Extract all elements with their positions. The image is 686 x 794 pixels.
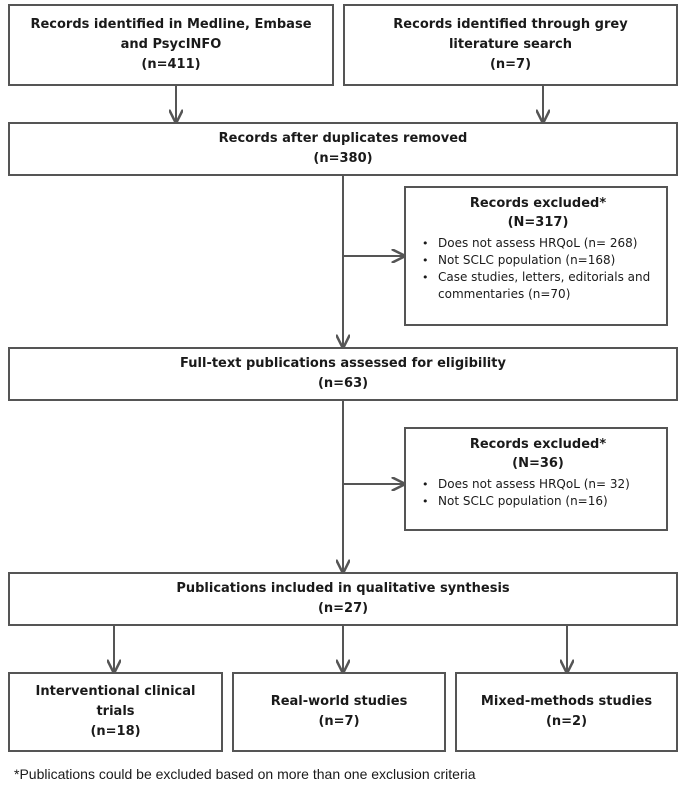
box-medline-line2: and PsycINFO: [120, 37, 222, 52]
box-duplicates-removed: Records after duplicates removed (n=380): [8, 122, 678, 176]
box-included-count: (n=27): [317, 601, 369, 616]
excluded-1-list: Does not assess HRQoL (n= 268) Not SCLC …: [420, 235, 656, 303]
list-item: Does not assess HRQoL (n= 32): [422, 476, 656, 493]
box-grey-line2: literature search: [448, 37, 573, 52]
box-realworld-count: (n=7): [318, 714, 360, 729]
box-grey-line1: Records identified through grey: [393, 17, 628, 32]
box-mixed-line1: Mixed-methods studies: [480, 694, 653, 709]
box-interventional-count: (n=18): [90, 724, 141, 739]
list-item: Does not assess HRQoL (n= 268): [422, 235, 656, 252]
box-fulltext-line1: Full-text publications assessed for elig…: [180, 356, 506, 371]
box-mixed-methods-studies: Mixed-methods studies (n=2): [455, 672, 678, 752]
footnote: *Publications could be excluded based on…: [14, 766, 476, 782]
box-realworld-line1: Real-world studies: [270, 694, 408, 709]
box-records-medline: Records identified in Medline, Embase an…: [8, 4, 334, 86]
excluded-2-list: Does not assess HRQoL (n= 32) Not SCLC p…: [420, 476, 656, 510]
box-fulltext-count: (n=63): [317, 376, 369, 391]
box-publications-included: Publications included in qualitative syn…: [8, 572, 678, 626]
box-medline-count: (n=411): [141, 57, 201, 72]
box-records-excluded-1: Records excluded* (N=317) Does not asses…: [404, 186, 668, 326]
box-medline-line1: Records identified in Medline, Embase: [30, 17, 312, 32]
excluded-1-title: Records excluded*: [469, 196, 607, 211]
box-duplicates-line1: Records after duplicates removed: [218, 131, 468, 146]
box-interventional-trials: Interventional clinical trials (n=18): [8, 672, 223, 752]
box-records-excluded-2: Records excluded* (N=36) Does not assess…: [404, 427, 668, 531]
list-item: Case studies, letters, editorials and co…: [422, 269, 656, 303]
box-duplicates-count: (n=380): [313, 151, 373, 166]
box-interventional-line2: trials: [96, 704, 135, 719]
box-interventional-line1: Interventional clinical: [35, 684, 196, 699]
excluded-2-count: (N=36): [512, 456, 564, 471]
list-item: Not SCLC population (n=16): [422, 493, 656, 510]
box-fulltext-assessed: Full-text publications assessed for elig…: [8, 347, 678, 401]
box-grey-count: (n=7): [489, 57, 532, 72]
box-records-grey: Records identified through grey literatu…: [343, 4, 678, 86]
box-mixed-count: (n=2): [545, 714, 588, 729]
excluded-1-count: (N=317): [507, 215, 569, 230]
excluded-2-title: Records excluded*: [469, 437, 607, 452]
box-real-world-studies: Real-world studies (n=7): [232, 672, 446, 752]
box-included-line1: Publications included in qualitative syn…: [176, 581, 510, 596]
list-item: Not SCLC population (n=168): [422, 252, 656, 269]
